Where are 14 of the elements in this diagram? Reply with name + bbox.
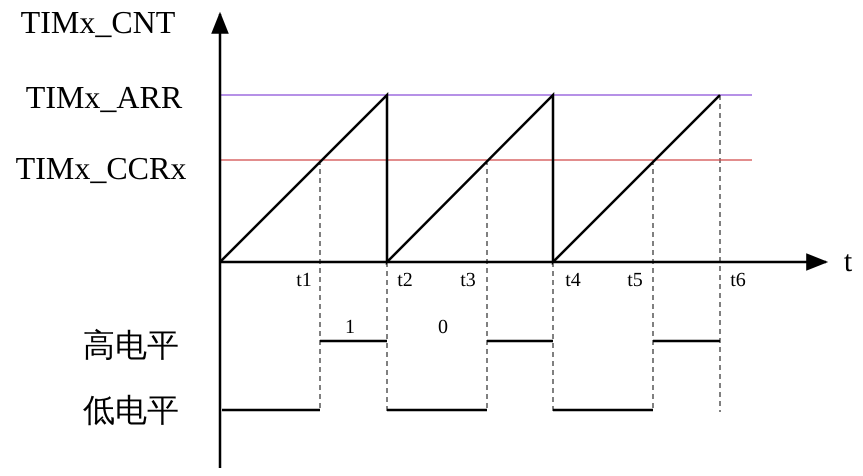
tick-label: t6 xyxy=(730,270,746,290)
axis-label: TIMx_ARR xyxy=(26,81,182,113)
axis-label: TIMx_CCRx xyxy=(16,152,186,184)
axis-label: TIMx_CNT xyxy=(20,6,176,38)
tick-label: t2 xyxy=(397,270,413,290)
axis-label: t xyxy=(844,247,852,277)
tick-label: t5 xyxy=(627,270,643,290)
level-value: 1 xyxy=(345,317,355,337)
tick-label: t1 xyxy=(296,270,312,290)
level-label: 低电平 xyxy=(83,394,179,426)
level-value: 0 xyxy=(438,317,448,337)
level-label: 高电平 xyxy=(83,329,179,361)
tick-label: t3 xyxy=(460,270,476,290)
tick-label: t4 xyxy=(565,270,581,290)
